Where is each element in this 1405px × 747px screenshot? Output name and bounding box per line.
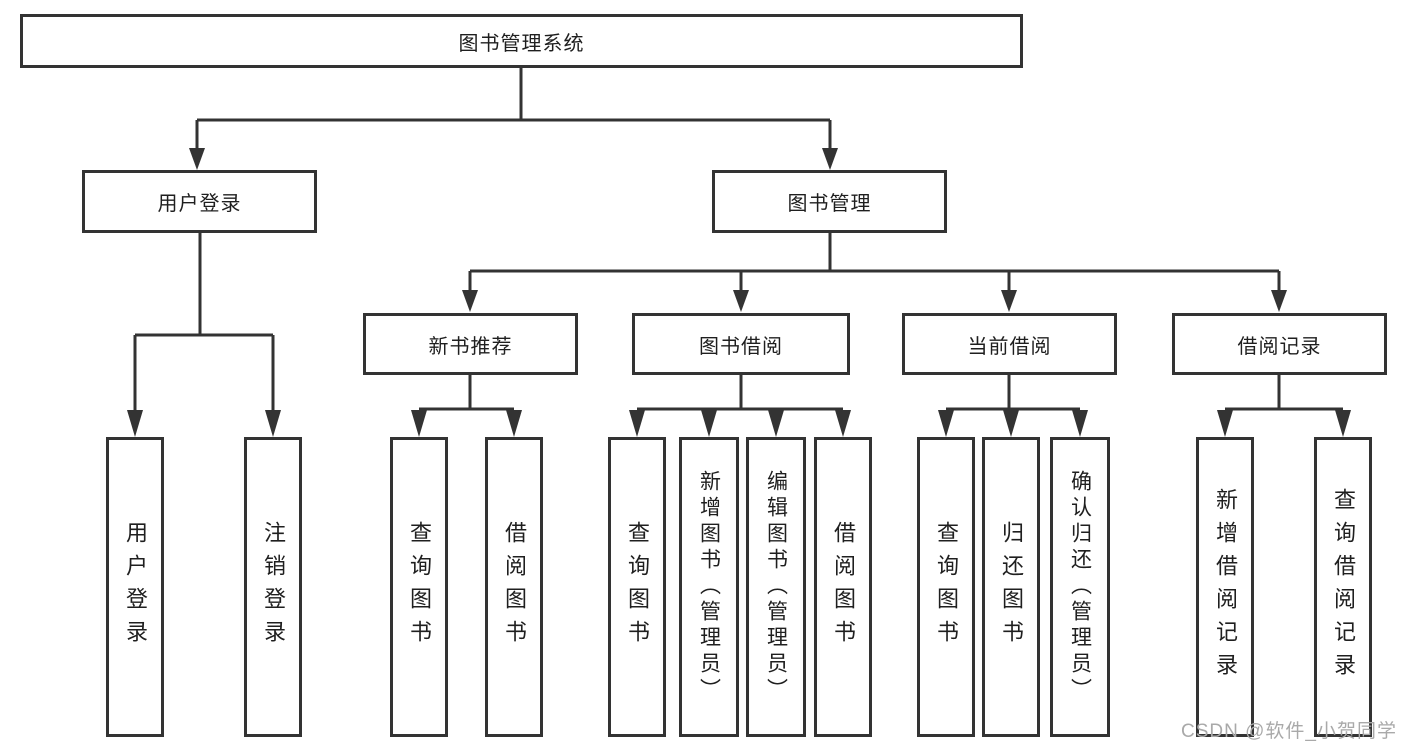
leaf-label: 确认归还（管理员） (1068, 470, 1092, 704)
leaf-label: 用户登录 (123, 521, 148, 653)
node-library-management-system: 图书管理系统 (20, 14, 1023, 68)
leaf-label: 查询借阅记录 (1331, 488, 1356, 686)
node-book-management: 图书管理 (712, 170, 947, 233)
leaf-label: 查询图书 (407, 521, 432, 653)
leaf-confirm-return-admin: 确认归还（管理员） (1050, 437, 1110, 737)
leaf-label: 新增借阅记录 (1213, 488, 1238, 686)
leaf-label: 借阅图书 (831, 521, 856, 653)
leaf-user-login: 用户登录 (106, 437, 164, 737)
leaf-query-books-recommendation: 查询图书 (390, 437, 448, 737)
leaf-borrow-books-recommendation: 借阅图书 (485, 437, 543, 737)
leaf-label: 借阅图书 (502, 521, 527, 653)
leaf-query-borrow-record: 查询借阅记录 (1314, 437, 1372, 737)
csdn-watermark: CSDN @软件_小贺同学 (1181, 721, 1397, 742)
leaf-label: 归还图书 (999, 521, 1024, 653)
node-label: 图书管理 (787, 193, 872, 215)
node-new-book-recommendation: 新书推荐 (363, 313, 578, 375)
node-label: 图书借阅 (699, 335, 783, 358)
leaf-add-borrow-record: 新增借阅记录 (1196, 437, 1254, 737)
node-label: 当前借阅 (967, 335, 1052, 358)
node-label: 新书推荐 (428, 335, 513, 358)
leaf-add-books-admin: 新增图书（管理员） (679, 437, 739, 737)
leaf-label: 注销登录 (261, 521, 286, 653)
leaf-label: 编辑图书（管理员） (764, 470, 788, 704)
leaf-label: 新增图书（管理员） (697, 470, 721, 704)
node-label: 借阅记录 (1237, 335, 1322, 358)
leaf-label: 查询图书 (625, 521, 650, 653)
leaf-query-books-borrowing: 查询图书 (608, 437, 666, 737)
leaf-borrow-books-borrowing: 借阅图书 (814, 437, 872, 737)
node-label: 用户登录 (157, 193, 242, 215)
leaf-query-books-current: 查询图书 (917, 437, 975, 737)
node-borrowing-records: 借阅记录 (1172, 313, 1387, 375)
leaf-logout-login: 注销登录 (244, 437, 302, 737)
node-user-login: 用户登录 (82, 170, 317, 233)
leaf-return-books: 归还图书 (982, 437, 1040, 737)
node-book-borrowing: 图书借阅 (632, 313, 850, 375)
node-label: 图书管理系统 (458, 32, 585, 55)
node-current-borrowing: 当前借阅 (902, 313, 1117, 375)
leaf-edit-books-admin: 编辑图书（管理员） (746, 437, 806, 737)
leaf-label: 查询图书 (934, 521, 959, 653)
